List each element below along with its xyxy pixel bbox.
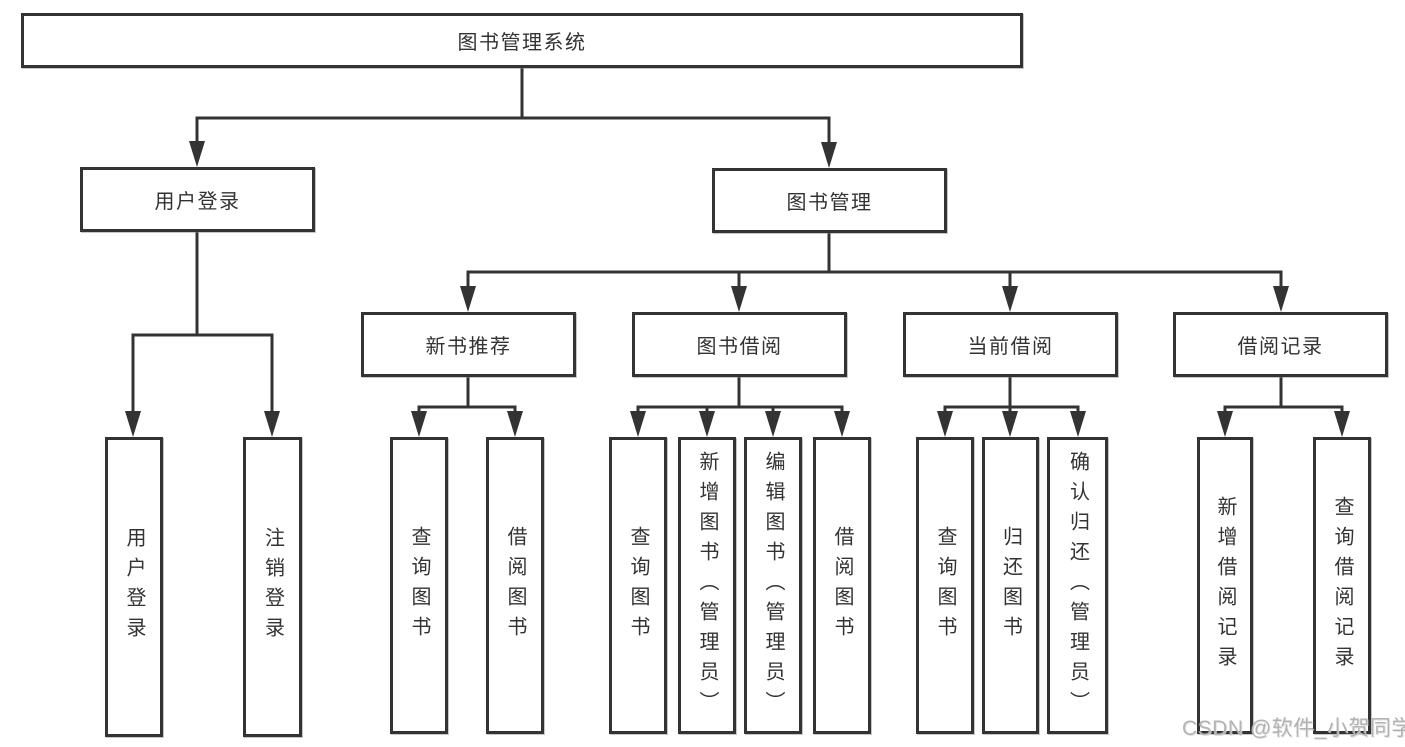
arrow-down-icon	[1334, 411, 1350, 437]
leaf-return-books: 归还图书	[982, 437, 1039, 734]
node-label: 注销登录	[261, 527, 284, 647]
node-label: 查询借阅记录	[1331, 495, 1353, 676]
node-current-borrow: 当前借阅	[903, 312, 1118, 377]
node-borrow-record: 借阅记录	[1173, 312, 1388, 377]
leaf-query-books-current: 查询图书	[916, 437, 974, 734]
node-label: 查询图书	[627, 525, 649, 646]
leaf-edit-books-admin: 编辑图书（管理员）	[744, 437, 802, 734]
arrow-down-icon	[507, 411, 523, 437]
node-label: 图书管理	[786, 192, 873, 214]
arrow-down-icon	[834, 411, 850, 437]
node-label: 新增图书（管理员）	[696, 450, 718, 721]
leaf-confirm-return-admin: 确认归还（管理员）	[1047, 437, 1108, 734]
node-book-borrow: 图书借阅	[632, 312, 847, 377]
arrow-down-icon	[1217, 411, 1233, 437]
leaf-query-books-recommend: 查询图书	[390, 437, 448, 734]
node-label: 用户登录	[123, 527, 145, 647]
arrow-down-icon	[1070, 411, 1086, 437]
arrow-down-icon	[821, 142, 837, 168]
node-label: 图书管理系统	[457, 32, 587, 54]
leaf-query-borrow-record: 查询借阅记录	[1313, 437, 1371, 734]
node-label: 新增借阅记录	[1214, 495, 1236, 676]
node-label: 借阅图书	[504, 525, 526, 646]
node-book-management: 图书管理	[712, 168, 947, 233]
node-library-management-system: 图书管理系统	[21, 13, 1023, 68]
node-new-book-recommend: 新书推荐	[361, 312, 576, 377]
leaf-add-borrow-record: 新增借阅记录	[1197, 437, 1253, 734]
leaf-logout: 注销登录	[243, 437, 302, 737]
csdn-watermark: CSDN @软件_小贺同学	[1182, 717, 1405, 740]
arrow-down-icon	[460, 286, 476, 312]
node-label: 查询图书	[408, 525, 430, 646]
arrow-down-icon	[264, 411, 280, 437]
leaf-borrow-books: 借阅图书	[813, 437, 871, 734]
node-label: 借阅图书	[831, 525, 853, 646]
leaf-add-books-admin: 新增图书（管理员）	[678, 437, 736, 734]
node-label: 确认归还（管理员）	[1066, 450, 1089, 721]
arrow-down-icon	[1273, 286, 1289, 312]
node-label: 图书借阅	[696, 336, 783, 358]
node-user-login: 用户登录	[80, 167, 315, 232]
arrow-down-icon	[731, 286, 747, 312]
arrow-down-icon	[1002, 411, 1018, 437]
node-label: 编辑图书（管理员）	[762, 450, 784, 721]
arrow-down-icon	[765, 411, 781, 437]
arrow-down-icon	[699, 411, 715, 437]
node-label: 查询图书	[934, 525, 956, 646]
arrow-down-icon	[189, 141, 205, 167]
node-label: 用户登录	[154, 191, 241, 213]
leaf-user-login: 用户登录	[105, 437, 163, 737]
node-label: 归还图书	[999, 525, 1022, 646]
arrow-down-icon	[411, 411, 427, 437]
arrow-down-icon	[1002, 286, 1018, 312]
arrow-down-icon	[125, 411, 141, 437]
arrowhead-group	[125, 141, 1350, 437]
node-label: 借阅记录	[1237, 336, 1324, 358]
leaf-borrow-books-recommend: 借阅图书	[486, 437, 544, 734]
node-label: 新书推荐	[425, 336, 512, 358]
node-label: 当前借阅	[967, 336, 1054, 358]
arrow-down-icon	[630, 411, 646, 437]
leaf-query-books-borrow: 查询图书	[609, 437, 667, 734]
arrow-down-icon	[937, 411, 953, 437]
